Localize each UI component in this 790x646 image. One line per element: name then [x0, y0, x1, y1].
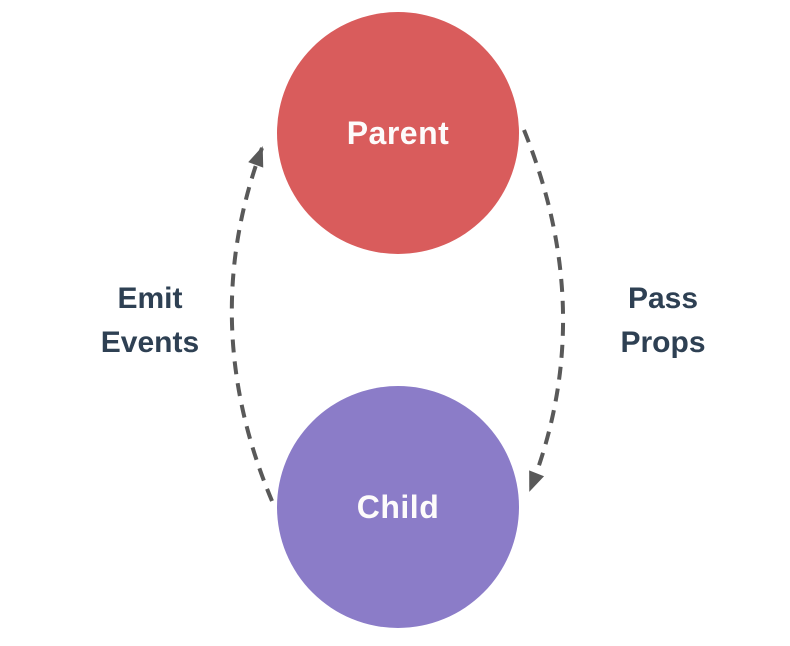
node-parent-label: Parent	[346, 114, 450, 151]
pass-props-arrow-icon	[522, 129, 565, 492]
pass-props-label: Pass Props	[620, 282, 706, 359]
node-parent: Parent	[277, 12, 519, 254]
node-child-label: Child	[356, 488, 440, 525]
emit-events-label: Emit Events	[100, 282, 200, 359]
emit-events-arrow-icon	[229, 146, 274, 502]
node-child: Child	[277, 386, 519, 628]
